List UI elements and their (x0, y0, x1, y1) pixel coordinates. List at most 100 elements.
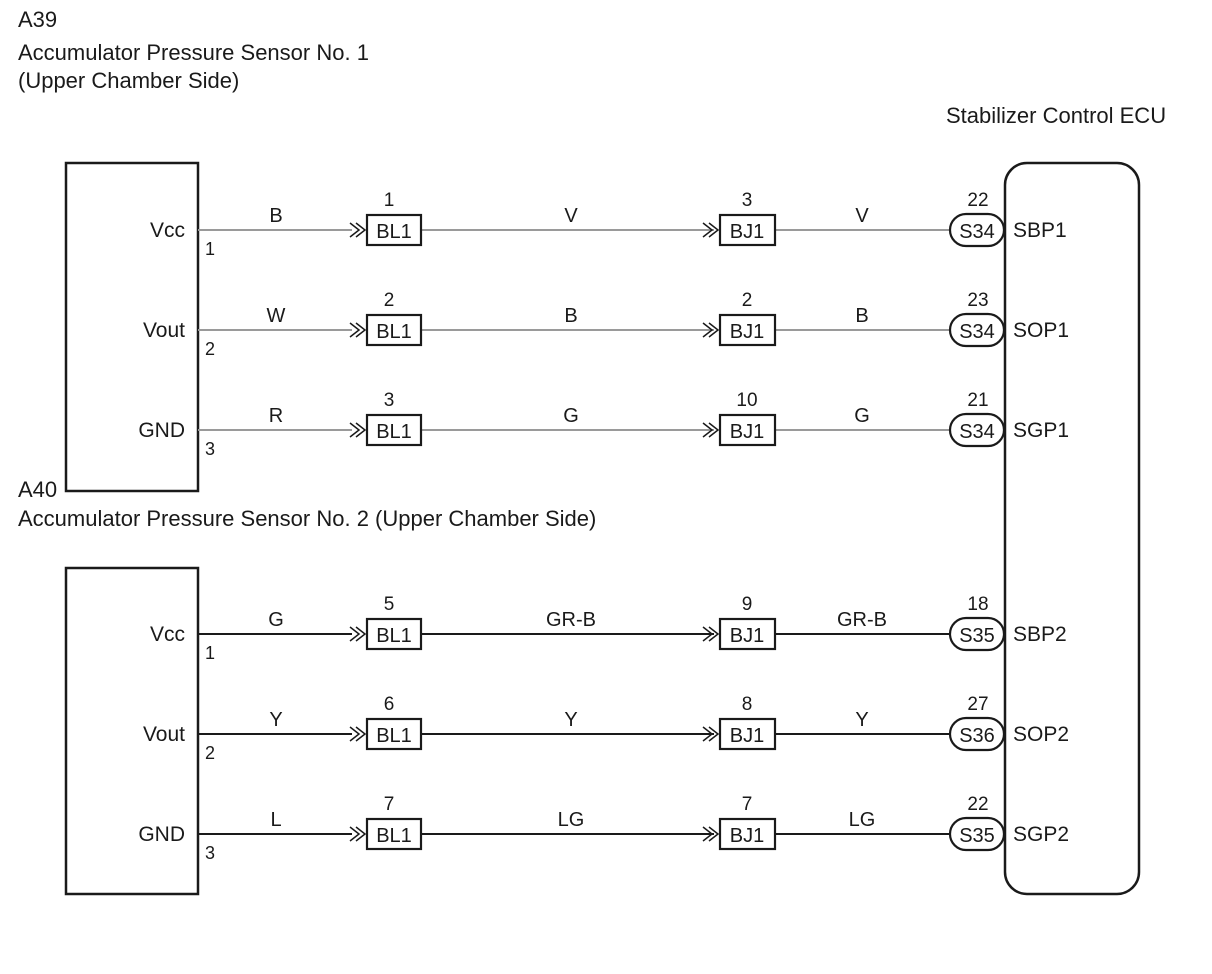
circuit-row: GND 3 L LG LG BL1 7 BJ1 7 S35 22 SGP2 (138, 794, 1069, 863)
sensor-pin-number: 1 (205, 239, 215, 259)
bj-connector-label: BJ1 (730, 725, 764, 747)
sensor-signal-label: Vcc (150, 623, 185, 646)
bl-connector-box (365, 413, 423, 447)
ecu-pin-number: 18 (967, 594, 988, 615)
ecu-connector-label: S36 (959, 725, 995, 747)
wire-color-b: Y (564, 709, 577, 731)
wire-color-c: GR-B (837, 609, 887, 631)
bj-connector-arrow (702, 322, 720, 338)
bl-connector-label: BL1 (376, 221, 412, 243)
wire-color-c: G (854, 405, 870, 427)
bl-connector-arrow (349, 322, 367, 338)
wire-color-a: G (268, 609, 284, 631)
sensor-2-code: A40 (18, 477, 57, 502)
ecu-connector-label: S34 (959, 221, 995, 243)
sensor-signal-label: Vout (143, 723, 185, 746)
sensor-pin-number: 2 (205, 339, 215, 359)
bl-connector-label: BL1 (376, 625, 412, 647)
ecu-terminal-label: SGP2 (1013, 823, 1069, 846)
wire-color-a: R (269, 405, 283, 427)
bl-connector-label: BL1 (376, 421, 412, 443)
bj-connector-label: BJ1 (730, 625, 764, 647)
wire-color-b: GR-B (546, 609, 596, 631)
bj-pin-number: 3 (742, 190, 753, 211)
wire-color-c: Y (855, 709, 868, 731)
sensor-2-body (64, 566, 200, 896)
ecu-connector-label: S35 (959, 825, 995, 847)
ecu-terminal-label: SGP1 (1013, 419, 1069, 442)
ecu-terminal-label: SOP2 (1013, 723, 1069, 746)
wire-color-a: L (270, 809, 281, 831)
bl-connector-box (365, 213, 423, 247)
wire-color-c: LG (849, 809, 876, 831)
sensor-signal-label: Vcc (150, 219, 185, 242)
ecu-pin-number: 27 (967, 694, 988, 715)
bj-connector-box (718, 413, 777, 447)
bj-connector-label: BJ1 (730, 221, 764, 243)
bl-pin-number: 6 (384, 694, 395, 715)
bj-connector-arrow (702, 222, 720, 238)
ecu-pin-number: 21 (967, 390, 988, 411)
sensor-pin-number: 3 (205, 439, 215, 459)
wire-color-b: G (563, 405, 579, 427)
sensor-pin-number: 1 (205, 643, 215, 663)
ecu-name: Stabilizer Control ECU (946, 103, 1166, 128)
wire-color-a: W (267, 305, 286, 327)
sensor-1-name: Accumulator Pressure Sensor No. 1 (18, 40, 369, 65)
sensor-2-name: Accumulator Pressure Sensor No. 2 (Upper… (18, 506, 596, 531)
circuit-row: GND 3 R G G BL1 3 BJ1 10 S34 21 SGP1 (138, 390, 1069, 459)
bj-connector-box (718, 717, 777, 751)
circuit-row: Vout 2 Y Y Y BL1 6 BJ1 8 S36 27 SOP2 (143, 694, 1069, 763)
bl-connector-box (365, 617, 423, 651)
wire-color-c: B (855, 305, 868, 327)
bj-connector-arrow (702, 626, 720, 642)
ecu-terminal-label: SOP1 (1013, 319, 1069, 342)
wire-color-b: B (564, 305, 577, 327)
ecu-connector-oval (948, 312, 1006, 348)
ecu-connector-label: S34 (959, 421, 995, 443)
bj-pin-number: 2 (742, 290, 753, 311)
sensor-pin-number: 2 (205, 743, 215, 763)
circuit-row: Vcc 1 B V V BL1 1 BJ1 3 S34 22 SBP1 (150, 190, 1067, 259)
wire-color-a: B (269, 205, 282, 227)
bl-pin-number: 2 (384, 290, 395, 311)
ecu-pin-number: 22 (967, 794, 988, 815)
bl-connector-arrow (349, 422, 367, 438)
bl-pin-number: 7 (384, 794, 395, 815)
bj-connector-arrow (702, 726, 720, 742)
bl-connector-box (365, 817, 423, 851)
bj-connector-box (718, 213, 777, 247)
bl-connector-arrow (349, 626, 367, 642)
bl-connector-label: BL1 (376, 725, 412, 747)
bl-connector-box (365, 717, 423, 751)
ecu-body (1003, 161, 1141, 896)
ecu-terminal-label: SBP1 (1013, 219, 1067, 242)
bj-connector-arrow (702, 826, 720, 842)
circuit-row: Vcc 1 G GR-B GR-B BL1 5 BJ1 9 S35 18 SBP… (150, 594, 1067, 663)
wire-color-a: Y (269, 709, 282, 731)
bj-pin-number: 8 (742, 694, 753, 715)
sensor-signal-label: GND (138, 419, 185, 442)
bl-connector-label: BL1 (376, 825, 412, 847)
bj-pin-number: 10 (736, 390, 757, 411)
ecu-pin-number: 22 (967, 190, 988, 211)
ecu-pin-number: 23 (967, 290, 988, 311)
sensor-pin-number: 3 (205, 843, 215, 863)
wire-color-c: V (855, 205, 869, 227)
bj-pin-number: 9 (742, 594, 753, 615)
bl-connector-label: BL1 (376, 321, 412, 343)
bl-pin-number: 1 (384, 190, 395, 211)
ecu-connector-oval (948, 816, 1006, 852)
wire-color-b: V (564, 205, 578, 227)
sensor-1-subtitle: (Upper Chamber Side) (18, 68, 239, 93)
ecu-connector-oval (948, 412, 1006, 448)
ecu-connector-label: S34 (959, 321, 995, 343)
bj-connector-box (718, 313, 777, 347)
ecu-connector-oval (948, 716, 1006, 752)
sensor-signal-label: GND (138, 823, 185, 846)
bj-connector-label: BJ1 (730, 321, 764, 343)
bl-connector-arrow (349, 726, 367, 742)
ecu-connector-oval (948, 212, 1006, 248)
sensor-1-code: A39 (18, 7, 57, 32)
